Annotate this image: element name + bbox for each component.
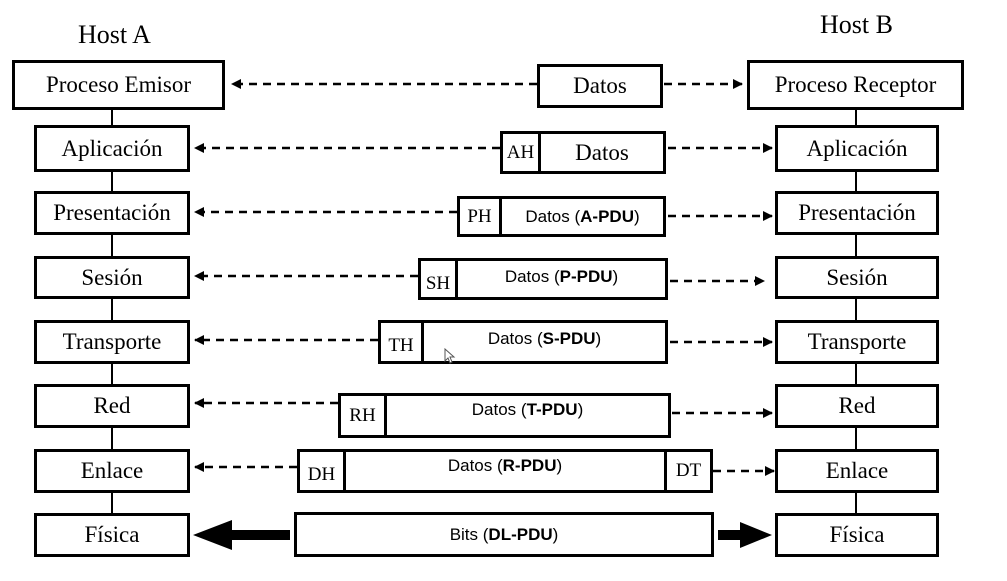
host-b-layer-network: Red — [775, 384, 939, 428]
pdu-network-post: ) — [577, 400, 584, 419]
pdu-session-post: ) — [612, 267, 619, 286]
pdu-transport-header: TH — [381, 323, 424, 361]
pdu-application-body: Datos — [575, 139, 629, 165]
host-a-layer-transport: Transporte — [34, 320, 190, 364]
pdu-network: RH Datos ( T-PDU) — [338, 393, 671, 438]
pdu-transport-pdu: S-PDU — [542, 329, 596, 348]
pdu-data-body: Datos — [573, 73, 627, 98]
pdu-presentation: PH Datos (A-PDU) — [457, 196, 666, 237]
left-dashed-arrows — [194, 79, 537, 472]
pdu-physical-pre: Bits ( — [449, 524, 489, 544]
pdu-link-body: Datos (R-PDU) — [346, 452, 664, 490]
pdu-session-header: SH — [421, 261, 458, 297]
host-a-layer-application: Aplicación — [34, 125, 190, 172]
host-b-layer-presentation: Presentación — [775, 191, 939, 235]
host-b-layer-session: Sesión — [775, 256, 939, 299]
solid-arrows — [193, 520, 772, 550]
host-a-title: Host A — [78, 20, 151, 49]
host-a-layer-session: Sesión — [34, 256, 190, 299]
host-a-layer-presentation: Presentación — [34, 191, 190, 235]
host-b-layer-application: Aplicación — [775, 125, 939, 172]
pdu-physical-post: ) — [552, 524, 559, 544]
host-b-layer-transport: Transporte — [775, 320, 939, 364]
pdu-session-pre: Datos ( — [504, 267, 560, 286]
host-a-layer-network: Red — [34, 384, 190, 428]
host-a-layer-physical: Física — [34, 513, 190, 557]
pdu-session-body: Datos (P-PDU) — [458, 261, 665, 297]
pdu-application-header: AH — [503, 134, 541, 171]
pdu-presentation-post: ) — [633, 206, 640, 226]
pdu-presentation-body: Datos (A-PDU) — [502, 199, 663, 234]
host-b-layer-link: Enlace — [775, 449, 939, 493]
pdu-data: Datos — [537, 64, 663, 108]
host-b-layer-process: Proceso Receptor — [747, 60, 964, 110]
pdu-presentation-pdu: A-PDU — [580, 206, 634, 226]
host-b-layer-physical: Física — [775, 513, 939, 557]
pdu-physical-pdu: DL-PDU — [488, 524, 553, 544]
right-dashed-arrows — [664, 79, 775, 476]
pdu-presentation-pre: Datos ( — [525, 206, 581, 226]
pdu-link-header: DH — [300, 452, 346, 490]
pdu-network-body: Datos ( T-PDU) — [387, 396, 668, 435]
pdu-physical-body: Bits (DL-PDU) — [297, 515, 711, 554]
pdu-link-pre: Datos ( — [447, 456, 503, 475]
pdu-application: AH Datos — [500, 131, 666, 174]
pdu-network-header: RH — [341, 396, 387, 435]
host-b-title: Host B — [820, 10, 893, 39]
pdu-link-post: ) — [556, 456, 563, 475]
pdu-transport-post: ) — [595, 329, 602, 348]
pdu-transport-body: Datos (S-PDU) — [424, 323, 665, 361]
pdu-session-pdu: P-PDU — [559, 267, 613, 286]
pdu-network-pdu: T-PDU — [526, 400, 578, 419]
pdu-session: SH Datos (P-PDU) — [418, 258, 668, 300]
pdu-transport: TH Datos (S-PDU) — [378, 320, 668, 364]
host-a-layer-process: Proceso Emisor — [12, 60, 225, 110]
host-a-layer-link: Enlace — [34, 449, 190, 493]
pdu-transport-pre: Datos ( — [487, 329, 543, 348]
pdu-presentation-header: PH — [460, 199, 502, 234]
pdu-network-pre: Datos ( — [471, 400, 527, 419]
pdu-link: DH Datos (R-PDU) DT — [297, 449, 713, 493]
mouse-cursor-icon — [444, 348, 456, 364]
pdu-link-pdu: R-PDU — [502, 456, 557, 475]
pdu-physical: Bits (DL-PDU) — [294, 512, 714, 557]
pdu-link-trailer: DT — [664, 452, 710, 490]
